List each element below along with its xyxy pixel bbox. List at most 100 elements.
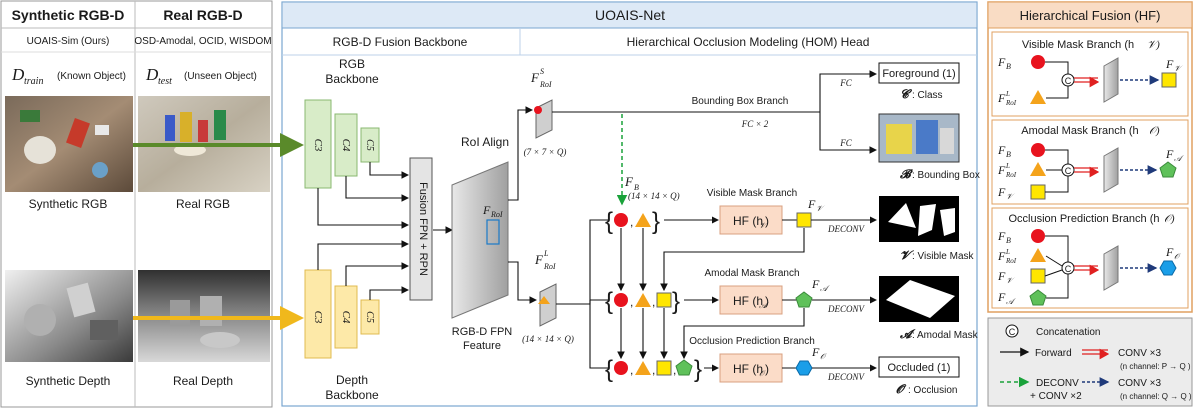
hf-v-red-circle [1031, 55, 1045, 69]
hf-visible-title: Visible Mask Branch (h [1022, 39, 1134, 51]
visible-deconv: DECONV [827, 224, 866, 234]
visible-red-circle [614, 213, 628, 227]
amodal-comma-2: , [652, 295, 655, 309]
roi-connectors [508, 106, 538, 304]
d-test-note: (Unseen Object) [184, 71, 257, 82]
hf-v-fb-label: F [997, 55, 1006, 69]
hf-amodal-label: HF (h [733, 294, 763, 308]
hf-v-out-sub: 𝒱 [1174, 64, 1184, 73]
occlusion-row: { , , , } Occlusion Prediction Branch HF… [605, 336, 960, 396]
froi-l-connectors [556, 219, 608, 369]
bbox-fc: FC [839, 138, 852, 148]
hf-a-output-pentagon [1159, 161, 1177, 178]
occluded-label: Occluded (1) [888, 362, 951, 374]
fo-blue-hexagon [795, 360, 813, 376]
synthetic-source: UOAIS-Sim (Ours) [27, 36, 110, 47]
svg-text:F: F [997, 249, 1006, 263]
hf-amodal-box [719, 285, 783, 315]
hf-o-yellow-square [1030, 268, 1046, 284]
visible-orange-triangle [635, 213, 651, 227]
d-test-sub: test [158, 76, 172, 87]
visible-brace-open: { [605, 208, 613, 235]
hf-v-out-label: F [1165, 57, 1174, 71]
bbox-branch-label: Bounding Box Branch [692, 96, 789, 107]
hf-o-green-pentagon [1029, 289, 1047, 306]
synthetic-depth-image [5, 270, 133, 362]
fo-sub: 𝒪 [820, 352, 827, 361]
fa-base: F [811, 277, 820, 291]
svg-text:F: F [997, 143, 1006, 157]
real-depth-caption: Real Depth [173, 374, 233, 388]
amodal-orange-triangle [635, 293, 651, 307]
real-rgb-caption: Real RGB [176, 197, 230, 211]
svg-text:F: F [997, 185, 1006, 199]
depth-c5-label: C5 [364, 311, 375, 323]
svg-text:F: F [997, 163, 1006, 177]
d-train-symbol: D [11, 65, 25, 84]
rgb-backbone-label-2: Backbone [325, 72, 379, 86]
svg-text:C: C [1065, 264, 1072, 274]
legend-panel: C Concatenation Forward CONV ×3 (n chann… [987, 317, 1193, 407]
fusion-fpn-block [409, 157, 433, 301]
uoais-net-panel: UOAIS-Net RGB-D Fusion Backbone Hierarch… [133, 1, 980, 407]
legend-conv3qq-note: (n channel: Q → Q ) [1120, 392, 1192, 401]
hf-a-slab [1103, 147, 1119, 193]
occlusion-brace-close: } [694, 356, 702, 383]
fpn-feature-label-1: RGB-D FPN [452, 326, 513, 338]
occlusion-comma-1: , [630, 363, 633, 377]
rgb-c3-label: C3 [312, 139, 324, 152]
hf-o-slab [1103, 245, 1119, 291]
occlusion-orange-triangle [635, 361, 651, 375]
class-fc: FC [839, 78, 852, 88]
synthetic-header: Synthetic RGB-D [12, 7, 125, 23]
hom-title: Hierarchical Occlusion Modeling (HOM) He… [627, 35, 870, 49]
froi-s-red-circle [534, 106, 542, 114]
occlusion-deconv: DECONV [827, 372, 866, 382]
depth-c4-label: C4 [340, 311, 352, 324]
svg-text:𝒜: 𝒜 [1174, 154, 1184, 163]
froi-inside-sub: RoI [490, 210, 503, 219]
svg-text:F: F [1165, 245, 1174, 259]
froi-l-orange-triangle [538, 296, 550, 304]
hf-occlusion-close: ) [765, 362, 769, 376]
class-text: : Class [912, 90, 943, 101]
visible-text: : Visible Mask [912, 251, 975, 262]
legend-concat-icon [1005, 324, 1019, 338]
hf-v-concat-c: C [1065, 76, 1072, 86]
visible-brace-close: } [652, 208, 660, 235]
legend-forward-label: Forward [1035, 348, 1072, 359]
synthetic-rgb-image [5, 96, 133, 192]
hf-amodal-title-sub: 𝒪) [1149, 125, 1160, 137]
hf-occlusion-title-sub: 𝒪) [1164, 213, 1175, 225]
svg-text:𝒱: 𝒱 [1006, 276, 1016, 285]
hf-visible-title-sub: 𝒱) [1147, 39, 1160, 51]
amodal-row: { , , } Amodal Mask Branch HF (h 𝒜 ) F 𝒜… [605, 268, 979, 341]
d-train-note: (Known Object) [57, 71, 126, 82]
row-vertical-connectors [617, 228, 805, 360]
backbone-title: RGB-D Fusion Backbone [333, 35, 468, 49]
hf-amodal-panel: Amodal Mask Branch (h 𝒪) F B F L RoI F 𝒱… [991, 119, 1189, 205]
depth-c3-block [304, 269, 332, 359]
hf-v-fb-sub: B [1006, 62, 1011, 71]
hf-amodal-close: ) [765, 294, 769, 308]
amodal-brace-close: } [672, 288, 680, 315]
visible-mask-image [879, 196, 959, 242]
svg-text:RoI: RoI [1005, 171, 1017, 179]
froi-s-sub: RoI [539, 80, 552, 89]
occlusion-comma-2: , [652, 363, 655, 377]
hf-visible-label: HF (h [733, 214, 763, 228]
rgb-c4-label: C4 [340, 139, 352, 152]
amodal-branch-label: Amodal Mask Branch [704, 268, 799, 279]
svg-text:L: L [1005, 248, 1010, 256]
hf-panel-title: Hierarchical Fusion (HF) [1020, 8, 1161, 23]
rgb-c3-block [304, 99, 332, 189]
fa-sub: 𝒜 [820, 284, 830, 293]
backbone-connectors [317, 162, 454, 300]
occlusion-brace-open: { [605, 356, 613, 383]
hf-v-output-square [1161, 72, 1177, 88]
depth-c3-label: C3 [312, 311, 324, 324]
d-test-symbol: D [145, 65, 159, 84]
svg-text:C: C [1065, 166, 1072, 176]
froi-l-sup: L [543, 249, 549, 258]
hf-v-orange-triangle [1030, 90, 1046, 104]
